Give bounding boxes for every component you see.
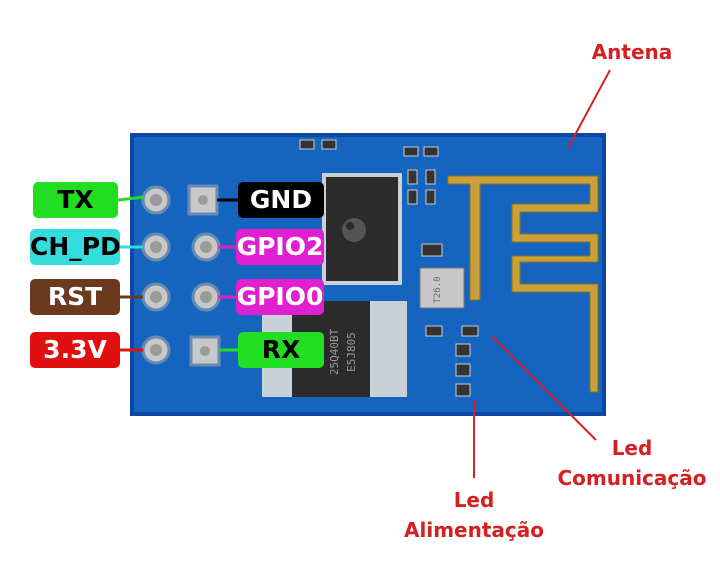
- smd-components: [299, 139, 479, 397]
- pin-label-rst: RST: [30, 279, 120, 315]
- callout-led-comunicacao-line2: Comunicação: [557, 466, 707, 490]
- antena-pointer: [567, 69, 611, 149]
- callout-led-comunicacao-line1: Led: [611, 436, 653, 460]
- callout-led-alimentacao-line2: Alimentação: [404, 518, 544, 542]
- callout-lines: [473, 69, 611, 478]
- flash-marking-2: E5J805: [345, 332, 358, 372]
- pin-label-gpio2: GPIO2: [236, 229, 324, 265]
- pin-connector-lines: [117, 195, 238, 352]
- callout-led-alimentacao: Led Alimentação: [398, 485, 550, 545]
- crystal-oscillator: T26.0: [419, 267, 465, 309]
- pin-label-ch-pd: CH_PD: [30, 229, 121, 265]
- callout-antena: Antena: [572, 37, 692, 67]
- led-comunicacao-pointer: [491, 335, 597, 441]
- callout-antena-text: Antena: [591, 40, 673, 64]
- pin-label-gnd: GND: [238, 182, 324, 218]
- callout-led-alimentacao-line1: Led: [453, 488, 495, 512]
- pin-label-gpio0: GPIO0: [236, 279, 324, 315]
- crystal-marking: T26.0: [433, 276, 443, 303]
- pin-label-3v3: 3.3V: [30, 332, 120, 368]
- pin-label-tx: TX: [33, 182, 118, 218]
- flash-marking-1: 25Q40BT: [328, 328, 341, 375]
- esp-main-chip: [322, 173, 402, 285]
- pin-label-rx: RX: [238, 332, 324, 368]
- antenna-trace: [447, 175, 599, 393]
- callout-led-comunicacao: Led Comunicação: [548, 433, 716, 493]
